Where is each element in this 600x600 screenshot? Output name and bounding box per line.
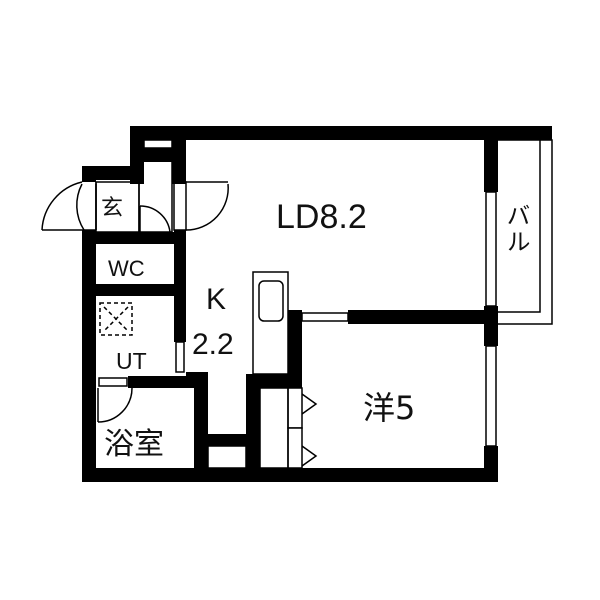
room-label-living-dining: LD8.2 bbox=[276, 198, 367, 236]
room-label-utility: UT bbox=[116, 348, 147, 374]
room-label-toilet: WC bbox=[108, 256, 145, 281]
room-label-western-room: 洋5 bbox=[363, 389, 416, 427]
balcony bbox=[498, 139, 553, 325]
kitchen-counter bbox=[252, 271, 289, 375]
room-label-balcony: バル bbox=[502, 203, 530, 255]
closet bbox=[259, 387, 318, 469]
room-label-bathroom: 浴室 bbox=[104, 427, 164, 462]
room-label-kitchen: K bbox=[206, 283, 227, 316]
washing-machine-pan-icon bbox=[99, 302, 133, 336]
windows bbox=[98, 139, 497, 469]
room-label-entrance: 玄 bbox=[101, 196, 124, 221]
doors bbox=[41, 162, 229, 423]
room-label-kitchen-size: 2.2 bbox=[192, 328, 234, 361]
walls bbox=[82, 126, 552, 482]
